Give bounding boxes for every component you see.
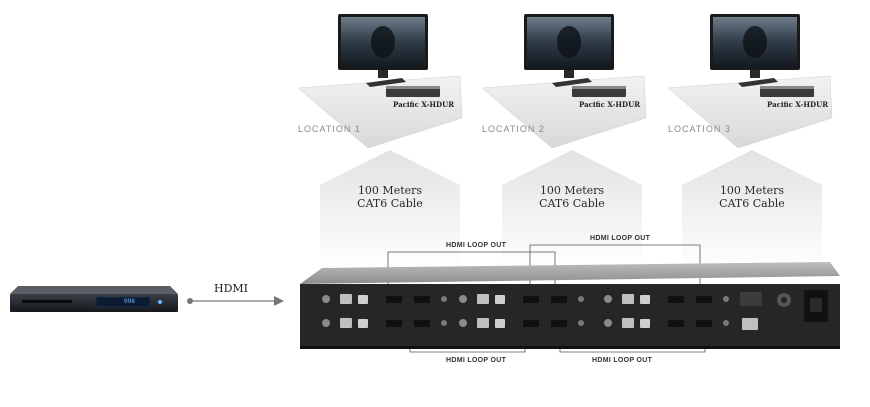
cable-length-3: 100 Meters — [719, 184, 785, 197]
usb-port — [358, 319, 368, 328]
usb-port — [495, 295, 505, 304]
hdmi-port — [696, 320, 712, 327]
loop-out-label-bottom-1: HDMI LOOP OUT — [446, 357, 507, 364]
monitor-3 — [710, 14, 800, 87]
coax-port — [322, 319, 330, 327]
rj45-port — [622, 318, 634, 328]
hdmi-port — [523, 320, 539, 327]
receiver-1 — [386, 86, 440, 97]
location-label-3: LOCATION 3 — [668, 124, 731, 134]
usb-port — [640, 295, 650, 304]
loop-out-label-top-2: HDMI LOOP OUT — [590, 235, 651, 242]
hdmi-port — [668, 320, 684, 327]
cable-length-1: 100 Meters — [357, 184, 423, 197]
cable-length-2: 100 Meters — [539, 184, 605, 197]
lan-port — [742, 318, 758, 330]
cable-type-2: CAT6 Cable — [539, 197, 605, 210]
hdmi-port — [551, 320, 567, 327]
usb-port — [358, 295, 368, 304]
receiver-2 — [572, 86, 626, 97]
screw-port — [578, 296, 584, 302]
coax-port — [604, 295, 612, 303]
cable-label-2: 100 Meters CAT6 Cable — [522, 184, 622, 210]
location-label-2: LOCATION 2 — [482, 124, 545, 134]
monitor-2 — [524, 14, 614, 87]
matrix-chassis — [300, 262, 840, 349]
cable-arrow-1 — [320, 150, 460, 270]
hdmi-port — [668, 296, 684, 303]
cable-type-1: CAT6 Cable — [357, 197, 423, 210]
receiver-3 — [760, 86, 814, 97]
hdmi-port — [523, 296, 539, 303]
screw-port — [723, 296, 729, 302]
hdmi-port — [696, 296, 712, 303]
rj45-port — [340, 294, 352, 304]
coax-port — [459, 319, 467, 327]
cable-arrow-2 — [502, 150, 642, 270]
hdmi-port — [414, 320, 430, 327]
coax-port — [459, 295, 467, 303]
loop-out-label-top-1: HDMI LOOP OUT — [446, 242, 507, 249]
monitor-1 — [338, 14, 428, 87]
usb-port — [495, 319, 505, 328]
hdmi-link-label: HDMI — [214, 282, 249, 295]
coax-port — [604, 319, 612, 327]
rj45-port — [340, 318, 352, 328]
hdmi-port — [386, 320, 402, 327]
screw-port — [723, 320, 729, 326]
screw-port — [441, 296, 447, 302]
rj45-port — [477, 294, 489, 304]
receiver-label-1: Pacific X-HDUR — [393, 100, 455, 109]
cable-arrow-3 — [682, 150, 822, 270]
cable-label-1: 100 Meters CAT6 Cable — [340, 184, 440, 210]
coax-port — [322, 295, 330, 303]
receiver-label-3: Pacific X-HDUR — [767, 100, 829, 109]
rj45-port — [477, 318, 489, 328]
iec-socket-inner — [810, 298, 822, 312]
chassis-ports — [322, 290, 828, 330]
hdmi-arrow — [187, 296, 284, 306]
hdmi-port — [386, 296, 402, 303]
cable-label-3: 100 Meters CAT6 Cable — [702, 184, 802, 210]
power-jack-core — [781, 297, 787, 303]
location-label-1: LOCATION 1 — [298, 124, 361, 134]
receiver-label-2: Pacific X-HDUR — [579, 100, 641, 109]
player-display: 098 — [124, 298, 135, 305]
media-player — [10, 286, 178, 312]
terminal-block — [740, 292, 762, 306]
loop-out-label-bottom-2: HDMI LOOP OUT — [592, 357, 653, 364]
hdmi-port — [414, 296, 430, 303]
screw-port — [441, 320, 447, 326]
cable-type-3: CAT6 Cable — [719, 197, 785, 210]
usb-port — [640, 319, 650, 328]
hdmi-port — [551, 296, 567, 303]
rj45-port — [622, 294, 634, 304]
screw-port — [578, 320, 584, 326]
